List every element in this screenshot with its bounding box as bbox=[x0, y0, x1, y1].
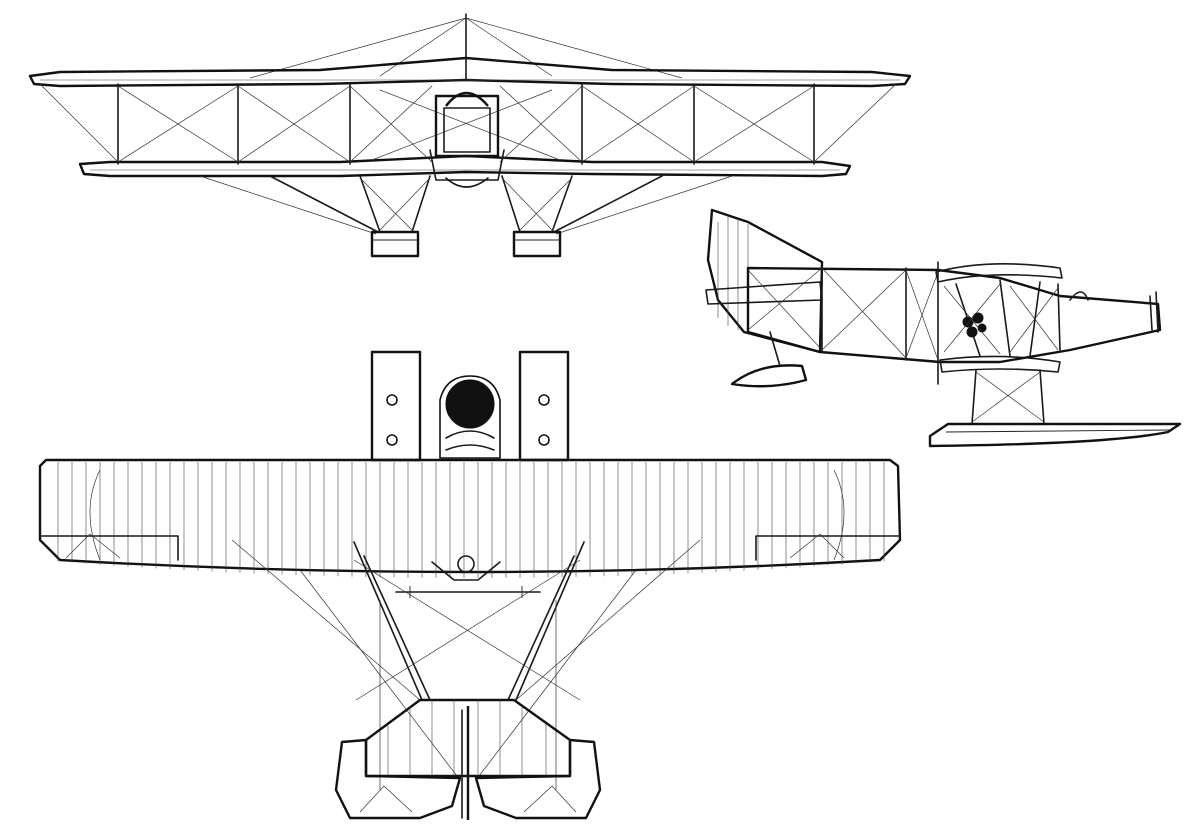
front-view bbox=[28, 13, 912, 258]
side-view bbox=[705, 208, 1182, 448]
top-view bbox=[38, 350, 902, 820]
